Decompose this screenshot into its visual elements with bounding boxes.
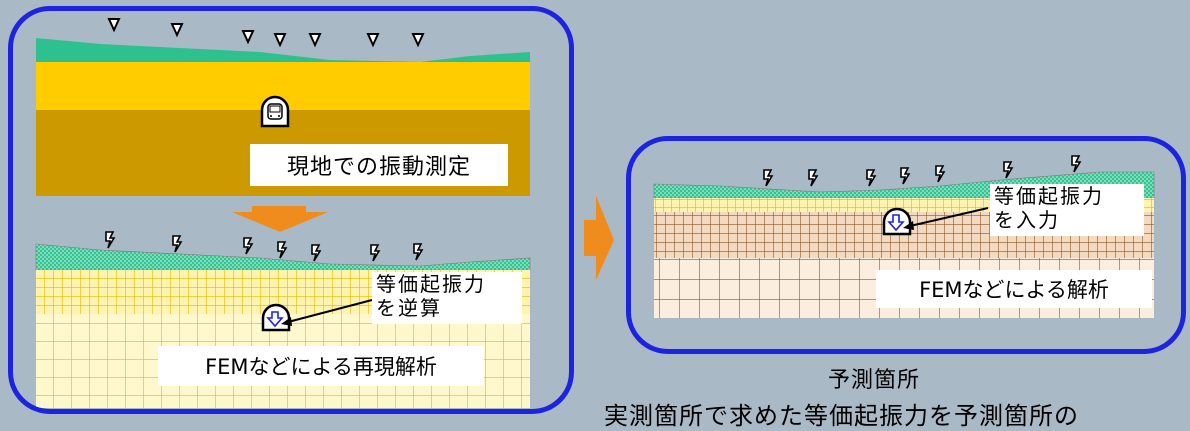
fem-analysis-label: FEMなどによる解析 — [876, 270, 1152, 308]
force-arrow-icon — [903, 207, 989, 230]
train-icon — [260, 95, 290, 128]
input-line2: を入力 — [994, 208, 1060, 232]
prediction-site-subtitle: 実測箇所で求めた等価起振力を予測箇所の — [604, 402, 1079, 430]
prediction-site-title: 予測箇所 — [828, 368, 921, 393]
down-arrow-icon — [266, 311, 284, 328]
flow-right-arrow-icon — [584, 196, 614, 280]
input-line1: 等価起振力 — [994, 184, 1104, 208]
measurement-site-panel — [8, 6, 574, 414]
fem-reproduction-label: FEMなどによる再現解析 — [158, 346, 484, 386]
back-calc-line1: 等価起振力 — [376, 272, 486, 296]
prediction-site-panel — [626, 136, 1186, 354]
back-calc-line2: を逆算 — [376, 296, 442, 320]
flow-down-arrow-icon — [232, 206, 328, 232]
force-arrow-icon — [281, 299, 373, 326]
measure-label: 現地での振動測定 — [250, 144, 508, 186]
input-callout: 等価起振力 を入力 — [990, 184, 1144, 236]
down-arrow-icon — [887, 214, 905, 232]
back-calc-callout: 等価起振力 を逆算 — [372, 272, 522, 324]
